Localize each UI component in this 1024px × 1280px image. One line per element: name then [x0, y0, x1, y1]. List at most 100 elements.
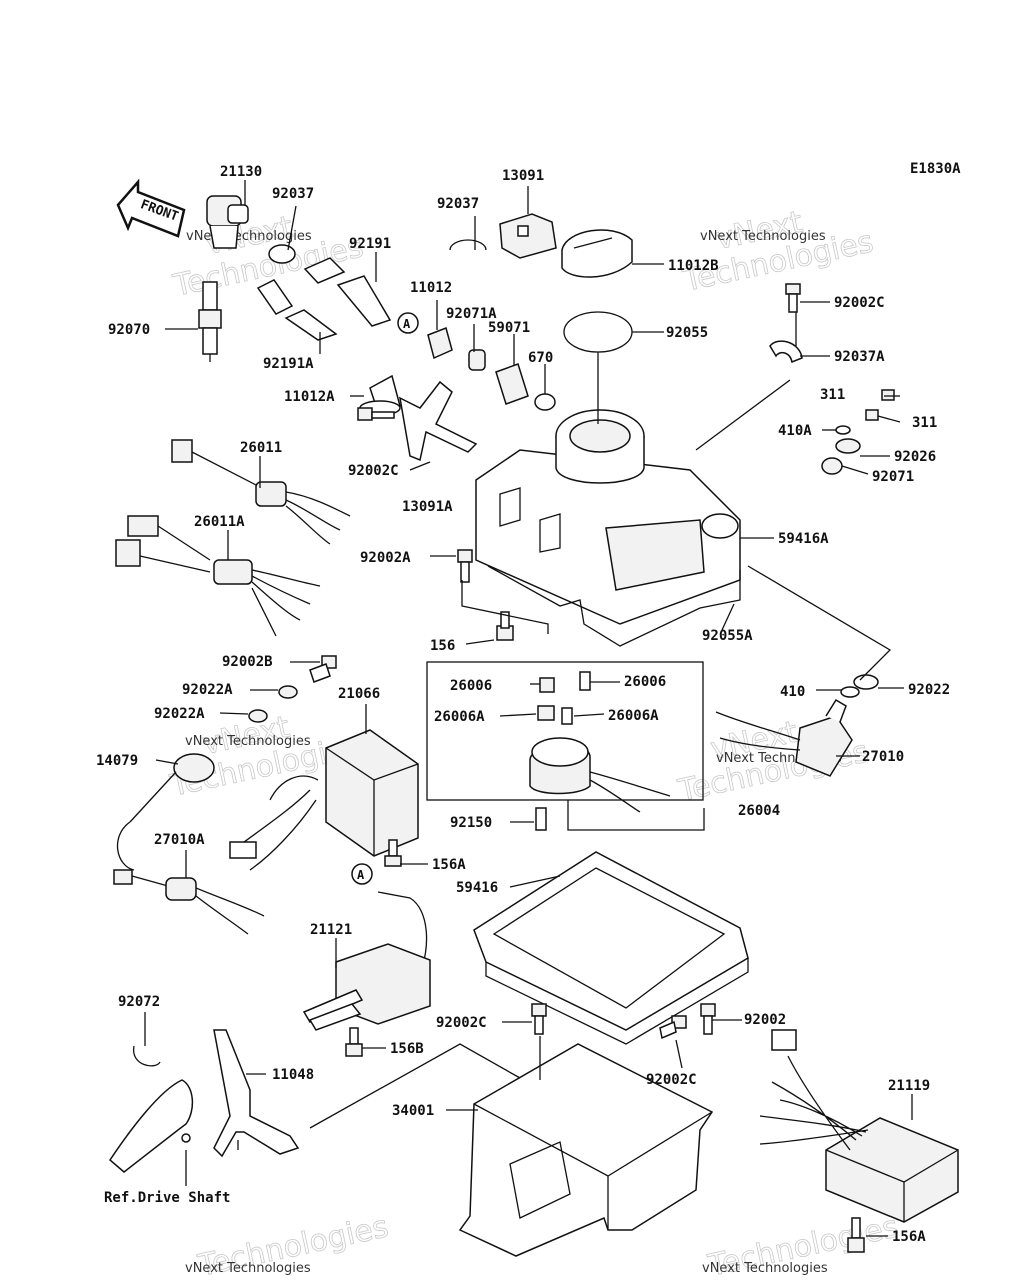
part-label: 92191	[349, 236, 391, 252]
part-label: 311	[912, 415, 937, 431]
part-label: 27010A	[154, 832, 205, 848]
washer-92022A-1-icon	[278, 685, 298, 699]
fuse-box-frame	[426, 661, 704, 801]
fuse-26006-icon	[537, 671, 591, 725]
part-label: 92071A	[446, 306, 497, 322]
bolt-156B-icon	[345, 1027, 363, 1057]
grommet-92026-icon	[835, 438, 861, 454]
part-label: 92070	[108, 322, 150, 338]
part-label: 92002C	[436, 1015, 487, 1031]
grommet-92071-icon	[821, 457, 843, 475]
part-label: 92055	[666, 325, 708, 341]
bolt-92002C-bot-icon	[531, 1003, 547, 1035]
part-label: 92002C	[834, 295, 885, 311]
bolt-92002A-icon	[457, 549, 473, 583]
part-label: 92071	[872, 469, 914, 485]
clamp-92037A-icon	[769, 340, 803, 364]
part-label: 92002B	[222, 654, 273, 670]
hose-92191-icon	[256, 257, 392, 341]
part-label: 26006A	[608, 708, 659, 724]
watermark-small: vNext Technologies	[185, 1261, 311, 1276]
bolt-92002C-left-icon	[357, 407, 395, 421]
part-label: 14079	[96, 753, 138, 769]
part-label: 156	[430, 638, 455, 654]
part-label: 92191A	[263, 356, 314, 372]
cap-11012B-icon	[561, 229, 633, 278]
part-label: 92002A	[360, 550, 411, 566]
part-label: 26011A	[194, 514, 245, 530]
part-label: 311	[820, 387, 845, 403]
part-label: 410	[780, 684, 805, 700]
fitting-59071-icon	[495, 363, 529, 405]
gasket-92055A-icon	[487, 565, 741, 647]
part-label: 11048	[272, 1067, 314, 1083]
watermark-small: vNext Technologies	[702, 1261, 828, 1276]
screw-92150-icon	[535, 807, 547, 831]
part-label: 92055A	[702, 628, 753, 644]
washer-92022-icon	[853, 674, 879, 690]
bolt-156-icon	[496, 611, 514, 641]
callout-a: A	[403, 317, 411, 331]
part-label: 156A	[892, 1229, 926, 1245]
part-label: 21119	[888, 1078, 930, 1094]
ignition-coil-21121-icon: A	[302, 863, 431, 1031]
part-label: 13091A	[402, 499, 453, 515]
part-label: 670	[528, 350, 553, 366]
bracket-13091-icon	[499, 213, 557, 259]
leader-lines	[144, 180, 913, 1237]
part-label: 92037	[437, 196, 479, 212]
grommet-92071A-icon	[468, 349, 486, 371]
part-label: 92022	[908, 682, 950, 698]
part-label: 156A	[432, 857, 466, 873]
bolt-92002C-bot2-icon	[659, 1015, 687, 1040]
bracket-13091A-icon	[399, 380, 478, 462]
part-label: 156B	[390, 1041, 424, 1057]
part-label: 92037	[272, 186, 314, 202]
part-label: 92002C	[646, 1072, 697, 1088]
part-label: 92002	[744, 1012, 786, 1028]
bolt-92002B-icon	[309, 655, 337, 683]
spark-plug-icon	[198, 281, 222, 362]
bolt-92002-icon	[700, 1003, 716, 1035]
washer-92022A-2-icon	[248, 709, 268, 723]
part-label: 92072	[118, 994, 160, 1010]
part-label: 13091	[502, 168, 544, 184]
harness-26011-icon	[171, 439, 351, 545]
part-label: 92022A	[182, 682, 233, 698]
drive-shaft-bracket-icon	[109, 1079, 194, 1173]
part-label: 21066	[338, 686, 380, 702]
part-label: 92026	[894, 449, 936, 465]
part-label: 34001	[392, 1103, 434, 1119]
ring-92037-icon	[268, 244, 296, 264]
nut-311-icon	[865, 389, 895, 421]
part-label: 11012	[410, 280, 452, 296]
part-label: 92002C	[348, 463, 399, 479]
part-label: 21121	[310, 922, 352, 938]
watermark-small: vNext Technologies	[700, 229, 826, 244]
part-label: 26006	[624, 674, 666, 690]
cdi-unit-21119-icon	[759, 1029, 959, 1223]
part-label: 27010	[862, 749, 904, 765]
ref-label: Ref.Drive Shaft	[104, 1190, 230, 1206]
part-label: 92037A	[834, 349, 885, 365]
front-arrow-icon: FRONT	[116, 178, 186, 238]
clamp-92072-icon	[133, 1045, 161, 1067]
sensor-14079-icon	[116, 753, 215, 871]
bolt-92002C-icon	[785, 283, 801, 313]
bracket-34001-icon	[458, 1043, 714, 1257]
electrical-case-59416A-icon	[475, 409, 741, 625]
part-label: 410A	[778, 423, 812, 439]
bracket-11048-icon	[213, 1029, 300, 1158]
part-label: 11012A	[284, 389, 335, 405]
part-label: 26004	[738, 803, 780, 819]
bolt-156A-bot-icon	[847, 1217, 865, 1253]
part-label: 59416	[456, 880, 498, 896]
part-label: 92022A	[154, 706, 205, 722]
o-ring-92055-icon	[563, 311, 633, 353]
part-label: 26011	[240, 440, 282, 456]
part-label: 26006A	[434, 709, 485, 725]
part-labels: 21130 92037 92191 92070 92191A 11012 920…	[96, 164, 950, 1245]
part-label: 92150	[450, 815, 492, 831]
part-label: 26006	[450, 678, 492, 694]
